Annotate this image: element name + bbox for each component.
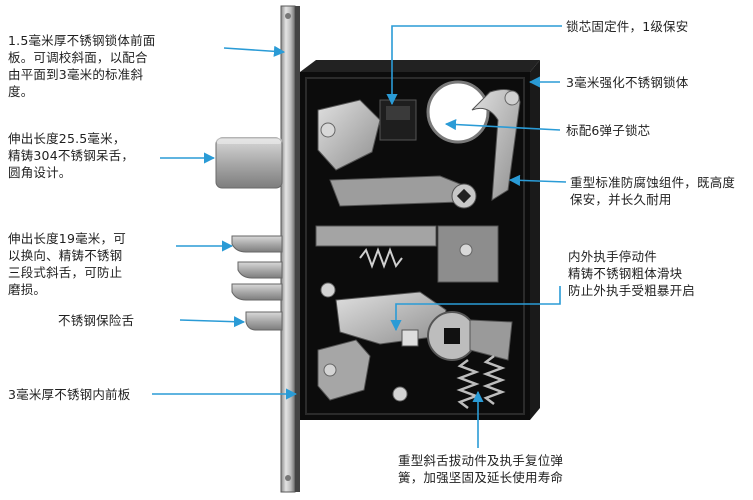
label-cylinder-screw: 锁芯固定件，1级保安: [566, 19, 689, 34]
latch-bolt: [231, 235, 283, 301]
cylinder-hole: [426, 80, 490, 144]
faceplate: [280, 5, 300, 493]
label-springs: 重型斜舌拔动件及执手复位弹 簧，加强坚固及延长使用寿命: [398, 453, 564, 485]
label-cylinder: 标配6弹子锁芯: [566, 123, 651, 138]
label-components: 重型标准防腐蚀组件，既高度 保安，并长久耐用: [570, 175, 736, 207]
arrow-stop-slider: [390, 286, 561, 332]
label-latch: 伸出长度19毫米，可 以换向、精铸不锈钢 三段式斜舌，可防止 磨损。: [8, 231, 126, 297]
deadbolt: [215, 137, 283, 189]
arrow-faceplate: [223, 45, 286, 57]
label-stop-slider: 内外执手停动件 精铸不锈钢粗体滑块 防止外执手受粗暴开启: [568, 249, 696, 298]
label-faceplate-bevel: 1.5毫米厚不锈钢锁体前面 板。可调校斜面，以配合 由平面到3毫米的标准斜 度。: [8, 33, 156, 99]
guard-latch: [245, 311, 283, 331]
arrow-guard-latch: [179, 316, 246, 328]
arrow-components: [508, 174, 567, 186]
label-deadbolt: 伸出长度25.5毫米， 精铸304不锈钢呆舌， 圆角设计。: [8, 131, 135, 180]
callout-arrows: [152, 25, 567, 448]
arrow-cylinder: [444, 118, 561, 131]
internal-mechanism: [315, 80, 521, 409]
arrow-cylinder-screw: [386, 25, 562, 106]
label-inner-plate: 3毫米厚不锈钢内前板: [8, 387, 131, 402]
label-guard-latch: 不锈钢保险舌: [58, 313, 135, 328]
label-case: 3毫米强化不锈钢锁体: [566, 75, 689, 90]
